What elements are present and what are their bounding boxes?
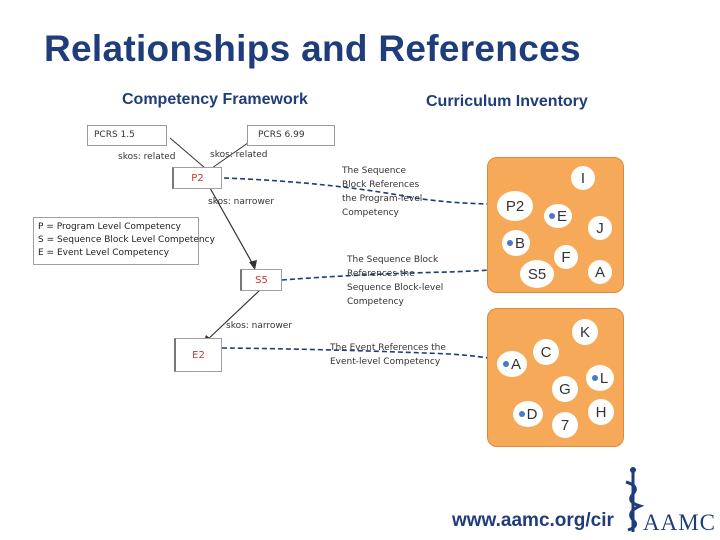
e2-box: E2 (174, 338, 222, 372)
pcrs-6-99-box: PCRS 6.99 (247, 125, 335, 146)
blue-dot-icon (502, 361, 509, 367)
blue-dot-icon (518, 411, 525, 417)
node-7: 7 (552, 412, 578, 438)
event-reference-line (221, 347, 501, 361)
program-note-line-2: Block References (342, 180, 420, 190)
node-g: G (552, 376, 578, 402)
footer-url[interactable]: www.aamc.org/cir (452, 510, 614, 531)
node-c: C (533, 339, 559, 365)
page-title: Relationships and References (44, 28, 581, 69)
node-b: B (502, 230, 530, 256)
sequence-note-line-4: Competency (347, 297, 404, 307)
node-k: K (572, 319, 598, 345)
node-e: E (544, 204, 572, 228)
program-note-line-1: The Sequence (342, 166, 406, 176)
node-a-top: A (588, 260, 612, 284)
skos-related-right: skos: related (210, 150, 268, 160)
skos-related-left: skos: related (118, 152, 176, 162)
node-s5: S5 (520, 260, 554, 288)
node-l: L (586, 365, 614, 391)
sequence-note-line-3: Sequence Block-level (347, 283, 444, 293)
competency-framework-heading: Competency Framework (122, 91, 308, 108)
node-f: F (554, 245, 578, 269)
node-i: I (571, 166, 595, 190)
narrower-arrow-1 (209, 187, 256, 269)
sequence-note-line-1: The Sequence Block (347, 255, 439, 265)
sequence-note-line-2: References the (347, 269, 415, 279)
pcrs-1-5-label: PCRS 1.5 (94, 130, 135, 140)
program-reference-note: The Sequence Block References the Progra… (342, 164, 422, 220)
pcrs-6-99-label: PCRS 6.99 (258, 130, 305, 140)
event-panel: K C A G L D 7 H (487, 308, 624, 447)
p2-box: P2 (172, 167, 222, 189)
sequence-panel: I P2 E J B F S5 A (487, 157, 624, 293)
pcrs-1-5-box: PCRS 1.5 (87, 125, 167, 146)
curriculum-inventory-heading: Curriculum Inventory (426, 93, 588, 110)
narrower-arrow-2 (204, 289, 261, 343)
node-d: D (513, 401, 543, 427)
aamc-logo: AAMC (643, 510, 717, 535)
legend: P = Program Level Competency S = Sequenc… (33, 217, 215, 265)
skos-narrower-1: skos: narrower (208, 197, 275, 207)
legend-sequence: S = Sequence Block Level Competency (38, 235, 215, 245)
program-reference-line (223, 177, 501, 205)
node-a-bottom: A (497, 351, 527, 377)
node-p2: P2 (497, 191, 533, 221)
legend-program: P = Program Level Competency (38, 222, 181, 232)
event-note-line-1: The Event References the (330, 343, 446, 353)
blue-dot-icon (548, 213, 555, 219)
narrower-arrowhead-1 (249, 260, 257, 270)
blue-dot-icon (591, 375, 598, 381)
related-line-left (169, 137, 206, 169)
skos-narrower-2: skos: narrower (226, 321, 293, 331)
program-note-line-4: Competency (342, 208, 399, 218)
s5-box: S5 (240, 269, 282, 291)
sequence-reference-note: The Sequence Block References the Sequen… (347, 253, 443, 309)
node-j: J (588, 216, 612, 240)
event-note-line-2: Event-level Competency (330, 357, 441, 367)
legend-event: E = Event Level Competency (38, 248, 170, 258)
program-note-line-3: the Program-level (342, 194, 423, 204)
node-h: H (588, 399, 614, 425)
blue-dot-icon (506, 240, 513, 246)
aamc-caduceus-icon (625, 467, 644, 532)
event-reference-note: The Event References the Event-level Com… (330, 341, 446, 369)
